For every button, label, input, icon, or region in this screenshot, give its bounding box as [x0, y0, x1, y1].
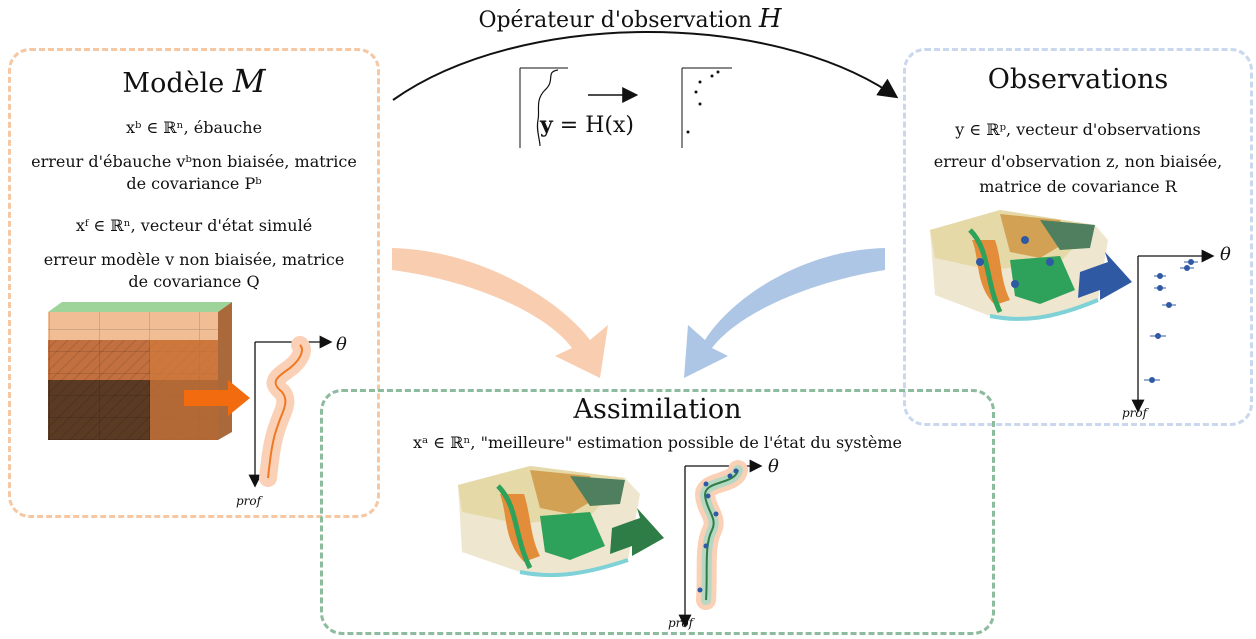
operator-mini-profile-left	[519, 67, 568, 148]
model-error-covariance: de covariance Q	[128, 272, 260, 291]
model-error: erreur modèle v non biaisée, matrice	[43, 250, 345, 269]
observations-theta-label: θ	[1220, 244, 1231, 265]
model-simulated-state: xᶠ ∈ ℝⁿ, vecteur d'état simulé	[75, 216, 313, 235]
blue-arrow	[1078, 252, 1132, 300]
observations-covariance: matrice de covariance R	[979, 177, 1177, 196]
observations-to-assimilation-arrow	[684, 248, 885, 378]
assimilation-terrain-illustration	[458, 466, 640, 578]
model-background-covariance: de covariance Pᵇ	[126, 174, 262, 193]
observations-error: erreur d'observation z, non biaisée,	[933, 152, 1223, 171]
assimilation-profile-plot	[678, 459, 763, 628]
model-to-assimilation-arrow	[392, 248, 608, 378]
model-theta-label: θ	[336, 334, 347, 355]
operator-title: Opérateur d'observation H	[478, 4, 782, 34]
operator-mini-profile-right	[681, 67, 732, 148]
assimilation-analysis-vector: xᵃ ∈ ℝⁿ, "meilleure" estimation possible…	[412, 433, 903, 452]
observations-terrain-illustration	[930, 210, 1108, 321]
model-profile-plot	[248, 335, 333, 488]
soil-block-illustration	[48, 302, 232, 440]
green-arrow	[610, 508, 664, 556]
observations-vector: y ∈ ℝᵖ, vecteur d'observations	[955, 120, 1201, 139]
model-depth-label: prof	[236, 494, 262, 508]
observations-depth-label: prof	[1122, 406, 1148, 420]
orange-arrow	[184, 380, 250, 416]
observations-profile-plot	[1131, 249, 1215, 413]
model-background-error: erreur d'ébauche vᵇnon biaisée, matrice	[31, 152, 357, 171]
model-title: Modèle M	[122, 62, 266, 100]
assimilation-title: Assimilation	[573, 394, 742, 425]
operator-arc-arrow	[392, 31, 899, 101]
observations-title: Observations	[987, 64, 1169, 95]
assimilation-depth-label: prof	[668, 616, 694, 630]
assimilation-theta-label: θ	[768, 456, 779, 477]
assimilation-box	[320, 389, 995, 635]
operator-equation: y = H(x)	[540, 112, 634, 138]
model-background-vector: xᵇ ∈ ℝⁿ, ébauche	[125, 118, 263, 137]
model-box	[8, 48, 380, 518]
observations-box	[903, 48, 1253, 426]
